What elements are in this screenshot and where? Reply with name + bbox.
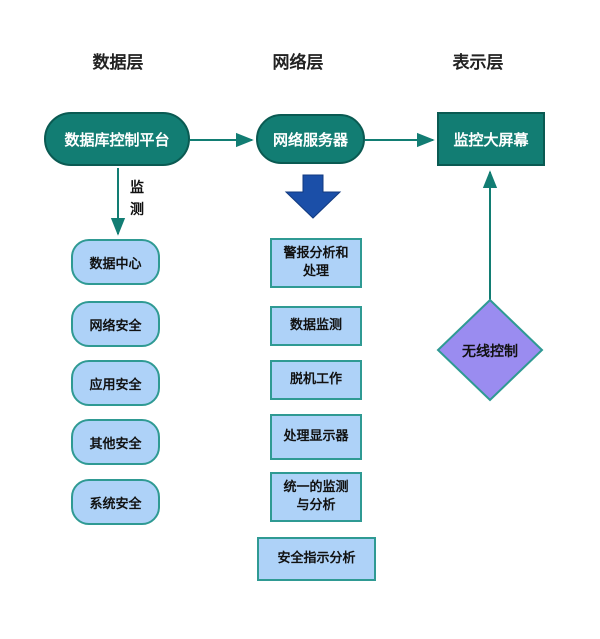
data-item-network-security: 网络安全 xyxy=(71,301,160,347)
network-item-data-monitoring: 数据监测 xyxy=(270,306,362,346)
display-layer-title: 表示层 xyxy=(452,53,504,73)
network-server-node: 网络服务器 xyxy=(256,114,365,164)
network-item-alarm-analysis: 警报分析和处理 xyxy=(270,238,362,288)
monitor-screen-node: 监控大屏幕 xyxy=(437,112,545,166)
network-layer-title: 网络层 xyxy=(272,53,324,73)
db-platform-node: 数据库控制平台 xyxy=(44,112,190,166)
network-item-unified-monitoring: 统一的监测与分析 xyxy=(270,472,362,522)
data-item-application-security: 应用安全 xyxy=(71,360,160,406)
network-item-offline-work: 脱机工作 xyxy=(270,360,362,400)
down-arrow-icon xyxy=(284,174,342,219)
data-item-data-center: 数据中心 xyxy=(71,239,160,285)
wireless-control-diamond xyxy=(436,298,544,402)
data-item-system-security: 系统安全 xyxy=(71,479,160,525)
wireless-control-label: 无线控制 xyxy=(462,344,518,360)
data-layer-title: 数据层 xyxy=(92,53,144,73)
monitor-edge-label: 监测 xyxy=(130,180,144,218)
network-item-security-indicator: 安全指示分析 xyxy=(257,537,376,581)
data-item-other-security: 其他安全 xyxy=(71,419,160,465)
network-item-processing-display: 处理显示器 xyxy=(270,414,362,460)
